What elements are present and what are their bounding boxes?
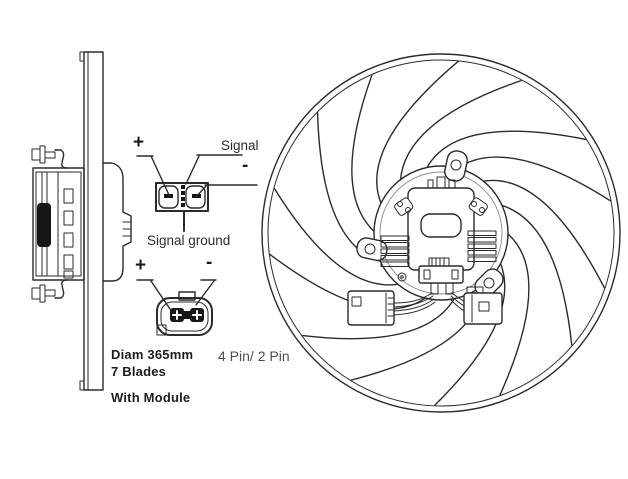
mount-tab-top xyxy=(444,150,468,182)
signal-label: Signal xyxy=(221,138,259,153)
plus-label-2pin: + xyxy=(135,255,147,276)
mount-bolt-bottom xyxy=(31,279,68,303)
fan-front-view-drawing xyxy=(253,39,628,413)
connector-2pin-drawing xyxy=(156,291,213,336)
fan-side-view-drawing xyxy=(31,51,132,391)
minus-label-4pin: - xyxy=(242,155,249,176)
plus-label-4pin: + xyxy=(133,132,145,153)
module-bottom-connector xyxy=(418,257,464,295)
plug-left xyxy=(347,290,395,326)
pin-config-label: 4 Pin/ 2 Pin xyxy=(218,348,290,364)
plug-right xyxy=(463,286,503,325)
minus-label-2pin: - xyxy=(206,252,213,273)
module-spec-label: With Module xyxy=(111,390,191,405)
hub-profile-side xyxy=(102,162,132,282)
diameter-spec-label: Diam 365mm xyxy=(111,347,194,362)
mount-tab-left xyxy=(356,237,388,262)
signal-ground-label: Signal ground xyxy=(147,233,231,248)
fan-rim xyxy=(261,53,621,413)
control-module xyxy=(394,176,488,282)
fan-hub xyxy=(356,150,509,301)
heatsink-fins-left xyxy=(380,235,410,267)
blade-count-spec-label: 7 Blades xyxy=(111,364,167,379)
leader-lines xyxy=(136,154,258,310)
mount-bolt-top xyxy=(31,145,68,169)
heatsink-fins-right xyxy=(467,230,497,262)
connector-4pin-drawing xyxy=(155,182,209,212)
motor-body-side xyxy=(32,167,85,281)
